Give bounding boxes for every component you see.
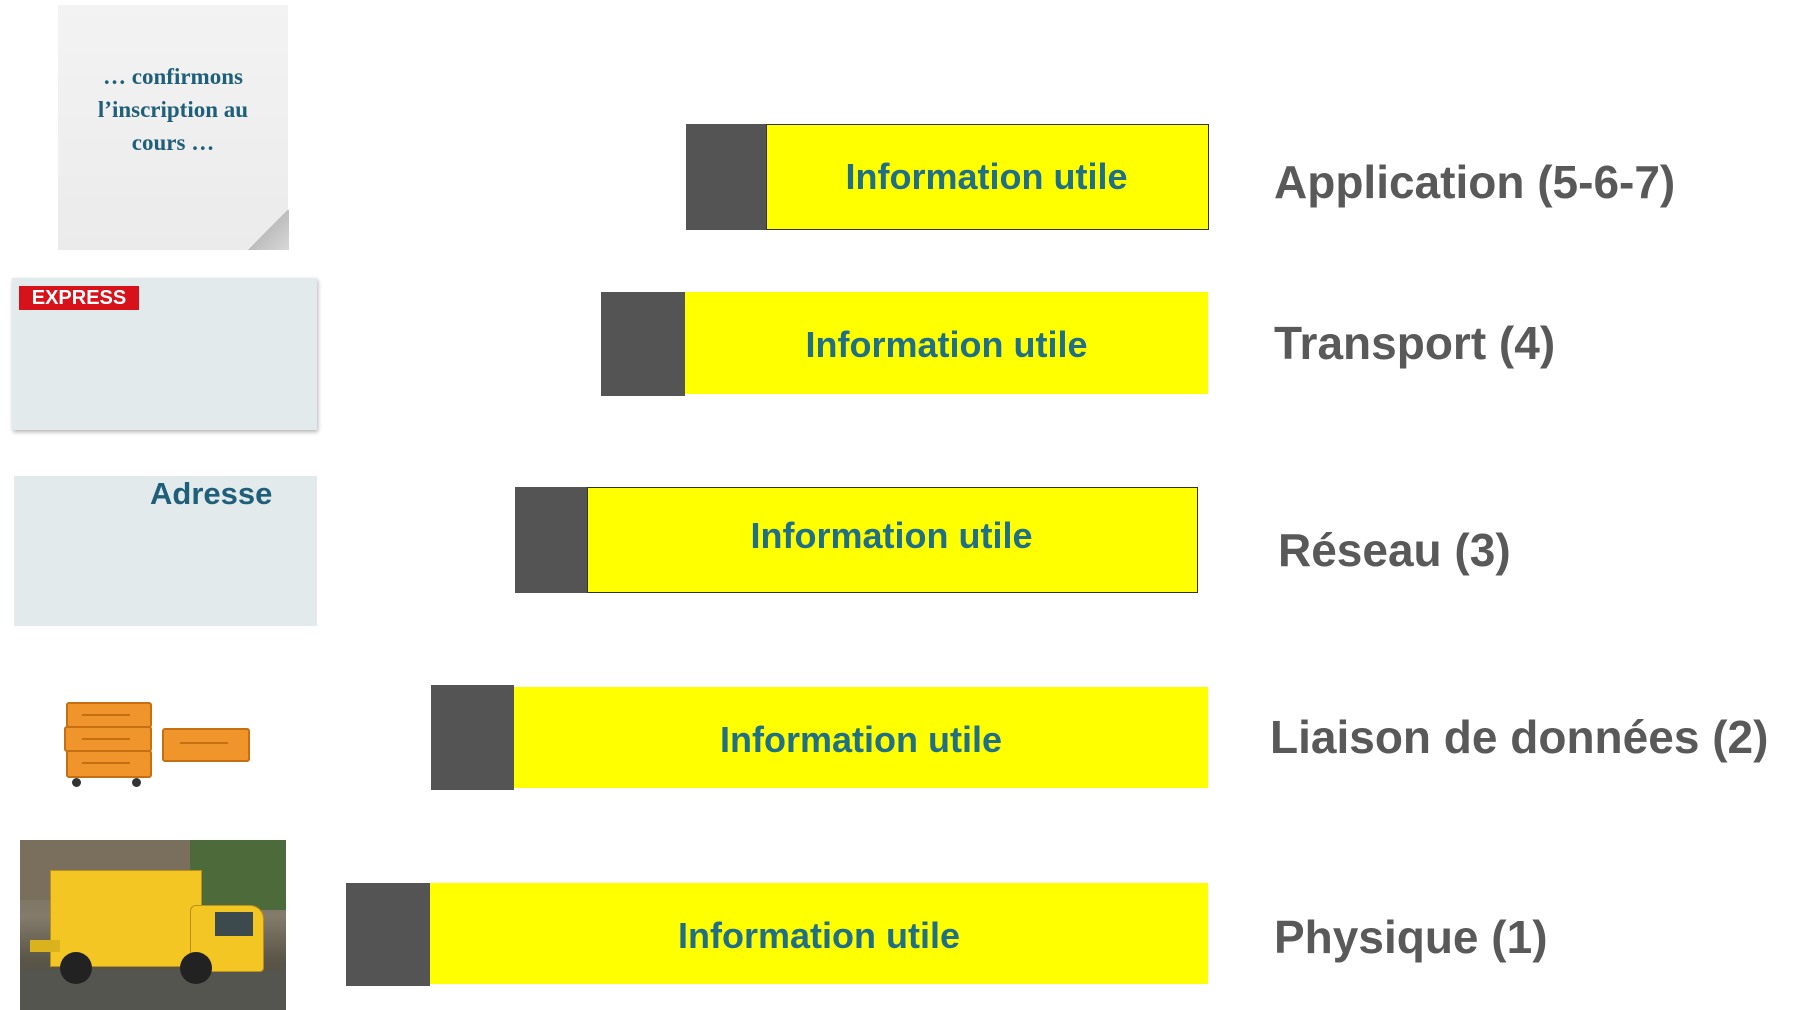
postal-truck-photo (20, 840, 286, 1010)
payload-label: Information utile (678, 915, 960, 956)
header-block (431, 685, 514, 790)
crates-icon (62, 700, 262, 795)
address-card (14, 476, 317, 626)
payload-label: Information utile (845, 156, 1128, 197)
express-label: EXPRESS (19, 286, 139, 310)
payload-label: Information utile (805, 324, 1088, 365)
header-block (515, 487, 587, 593)
payload-bar (685, 292, 1208, 394)
letter-note (58, 5, 288, 250)
payload-label: Information utile (750, 515, 1033, 556)
letter-text: … confirmons l’inscription au cours … (97, 64, 249, 155)
layer-label: Physique (1) (1274, 911, 1548, 963)
payload-bar (766, 124, 1209, 230)
payload-bar (514, 687, 1208, 788)
note-page-curl (247, 210, 289, 250)
header-block (346, 883, 430, 986)
layer-label: Liaison de données (2) (1270, 711, 1769, 763)
payload-bar (430, 883, 1208, 984)
address-label: Adresse (150, 476, 273, 511)
payload-bar (587, 487, 1198, 593)
layer-label: Transport (4) (1274, 317, 1556, 369)
layer-label: Réseau (3) (1278, 524, 1511, 576)
payload-label: Information utile (720, 719, 1002, 760)
header-block (686, 124, 766, 230)
header-block (601, 292, 685, 396)
layer-label: Application (5-6-7) (1274, 156, 1676, 208)
